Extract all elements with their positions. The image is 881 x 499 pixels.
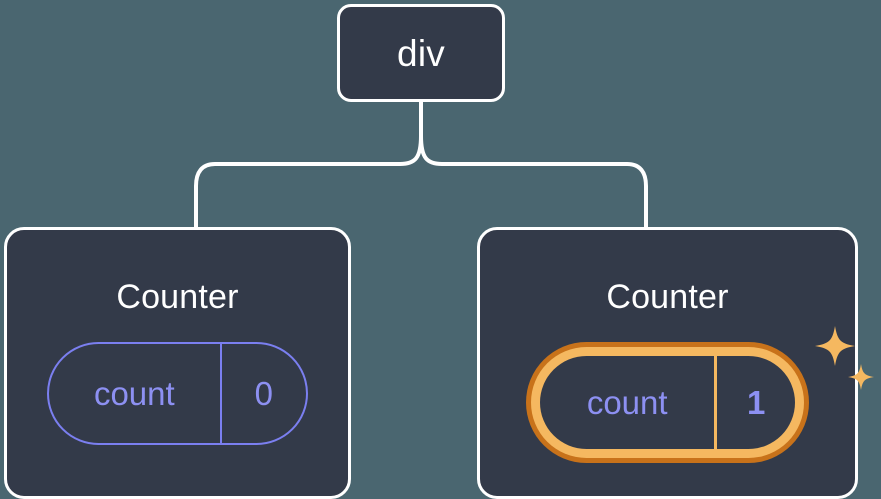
state-pill-count-highlighted[interactable]: count 1 — [526, 342, 809, 463]
state-pill-count[interactable]: count 0 — [47, 342, 308, 445]
node-root-div[interactable]: div — [337, 4, 505, 102]
node-counter-right[interactable]: Counter count 1 — [477, 227, 874, 499]
state-pill-body: count 1 — [540, 356, 795, 449]
counter-title: Counter — [606, 278, 729, 316]
state-pill-wrapper: count 0 — [47, 342, 308, 445]
state-key-label: count — [586, 384, 668, 421]
state-pill-wrapper-highlighted: count 1 — [526, 326, 874, 463]
state-pill-divider — [714, 356, 718, 449]
node-root-label: div — [397, 32, 445, 74]
counter-title: Counter — [116, 278, 239, 316]
state-pill-divider — [219, 344, 222, 443]
node-counter-left[interactable]: Counter count 0 — [4, 227, 351, 499]
state-pill-highlight-ring: count 1 — [531, 347, 804, 458]
state-key-label: count — [93, 375, 175, 412]
state-value-label: 1 — [747, 384, 766, 421]
state-value-label: 0 — [254, 375, 273, 412]
